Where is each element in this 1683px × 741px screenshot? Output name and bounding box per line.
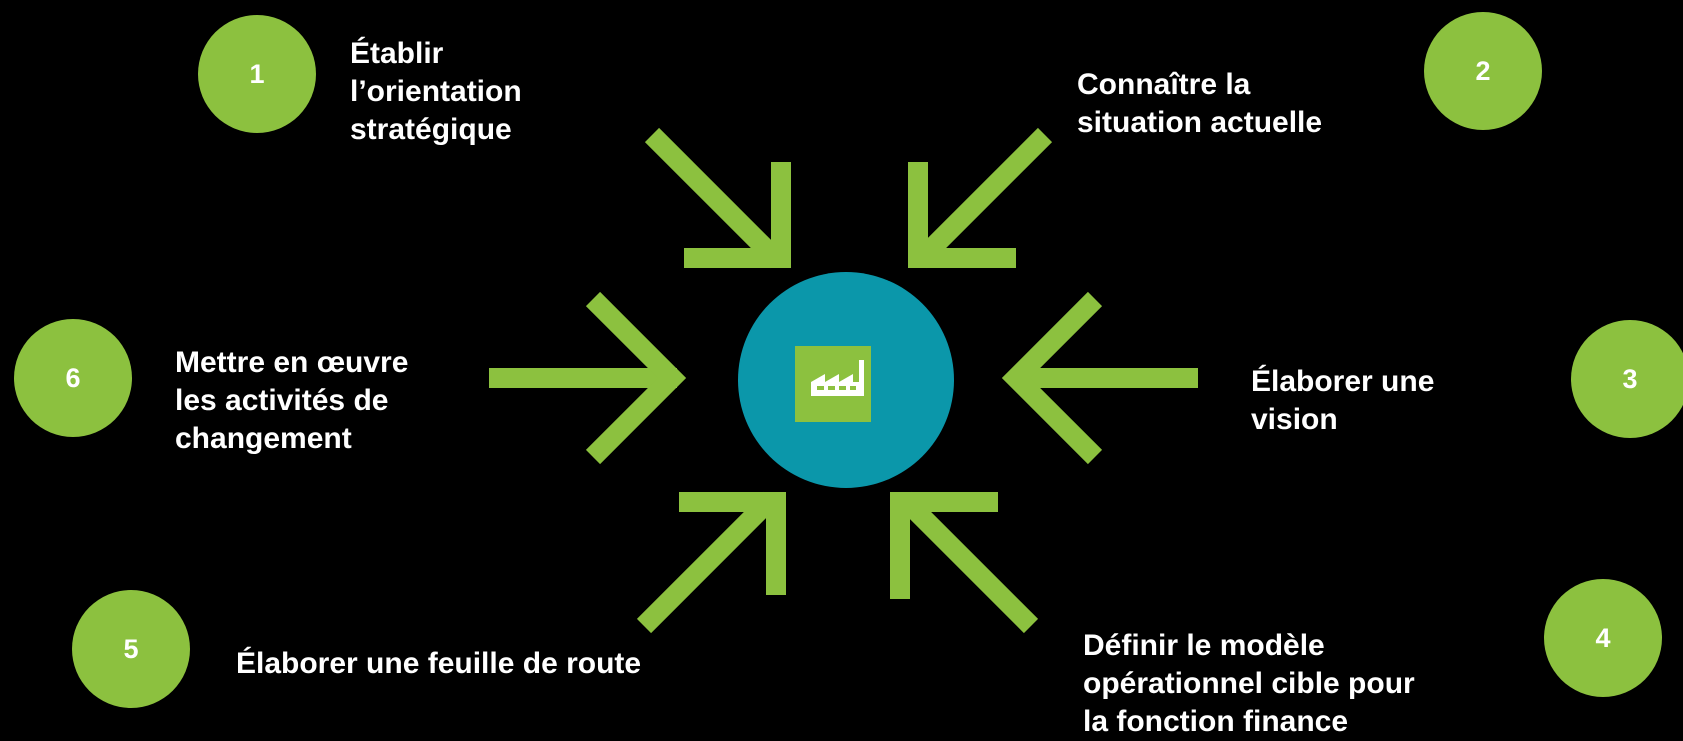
step-5-badge: 5 [72,590,190,708]
step-1-label: Établir l’orientation stratégique [350,37,522,146]
step-4-label: Définir le modèle opérationnel cible pou… [1083,629,1415,738]
step-4-badge: 4 [1544,579,1662,697]
step-2-badge: 2 [1424,12,1542,130]
arrow-left [489,291,687,465]
step-6-badge: 6 [14,319,132,437]
step-3-badge: 3 [1571,320,1683,438]
step-1-badge: 1 [198,15,316,133]
step-3-label: Élaborer une vision [1251,365,1435,436]
central-hub [738,272,954,488]
step-2-label: Connaître la situation actuelle [1077,68,1323,139]
arrow-top-left [644,127,791,269]
factory-icon [795,346,871,422]
arrow-bottom-left [636,491,786,634]
step-5-label: Élaborer une feuille de route [236,647,642,680]
arrow-top-right [908,127,1053,269]
arrow-right [1001,291,1198,465]
step-6-label: Mettre en œuvre les activités de changem… [175,346,409,455]
arrow-bottom-right [890,491,1039,634]
